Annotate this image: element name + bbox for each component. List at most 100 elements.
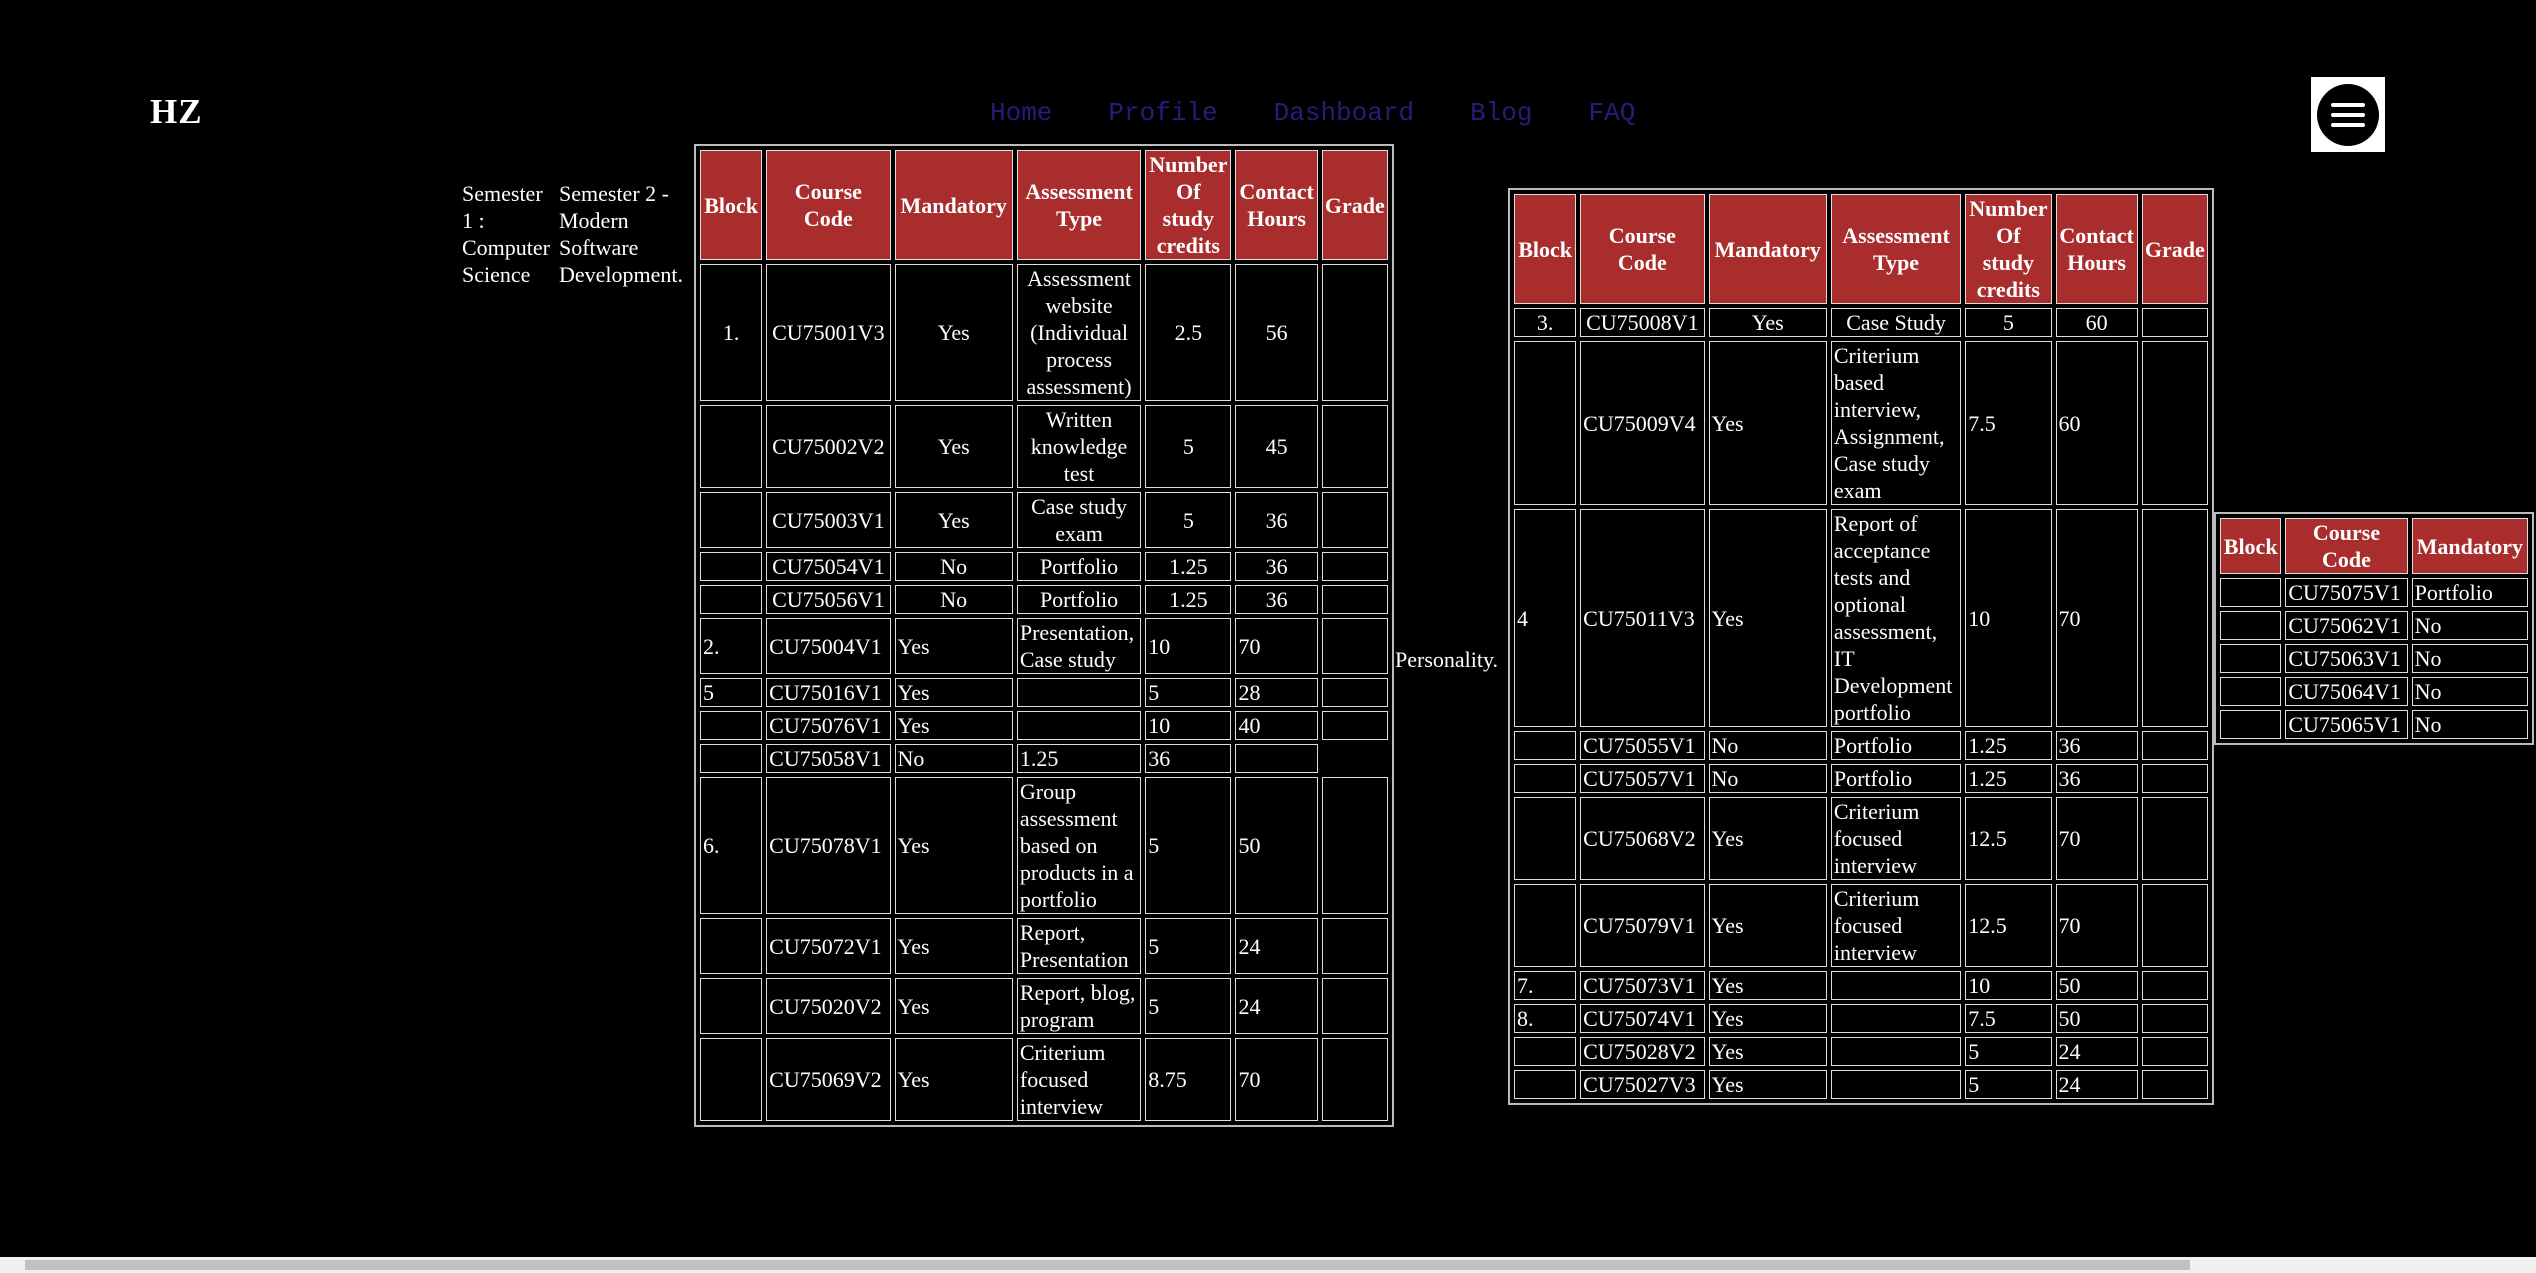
- scrollbar-thumb[interactable]: [25, 1260, 2190, 1270]
- table-cell: CU75075V1: [2285, 578, 2408, 607]
- table-cell: 24: [1235, 978, 1318, 1034]
- table-cell: [2141, 1004, 2208, 1033]
- table-cell: Yes: [894, 711, 1013, 740]
- table-cell: [700, 1038, 763, 1121]
- table-cell: 70: [2055, 797, 2138, 880]
- table-cell: CU75008V1: [1580, 308, 1705, 337]
- table-cell: 1.: [700, 264, 763, 401]
- table-cell: [1321, 405, 1388, 488]
- table-cell: Yes: [894, 618, 1013, 674]
- table-cell: [2141, 731, 2208, 760]
- table-cell: Yes: [1708, 341, 1827, 505]
- table-cell: CU75056V1: [766, 585, 891, 614]
- table-cell: Written knowledge test: [1016, 405, 1142, 488]
- table-cell: Criterium based interview, Assignment, C…: [1830, 341, 1962, 505]
- table-cell: CU75065V1: [2285, 710, 2408, 739]
- table-cell: Report, Presentation: [1016, 918, 1142, 974]
- table-cell: No: [1708, 764, 1827, 793]
- table-cell: 1.25: [1145, 552, 1232, 581]
- table-cell: Criterium focused interview: [1016, 1038, 1142, 1121]
- table-cell: 36: [1235, 585, 1318, 614]
- table-cell: No: [894, 744, 1013, 773]
- table-cell: [1830, 971, 1962, 1000]
- table-cell: CU75009V4: [1580, 341, 1705, 505]
- horizontal-scrollbar[interactable]: [0, 1257, 2536, 1273]
- hamburger-menu-button[interactable]: [2311, 77, 2385, 152]
- table-cell: No: [1708, 731, 1827, 760]
- table-cell: [1235, 744, 1318, 773]
- table-cell: 5: [1965, 308, 2052, 337]
- table-cell: Criterium focused interview: [1830, 884, 1962, 967]
- table-cell: [2220, 710, 2282, 739]
- table-cell: 10: [1965, 971, 2052, 1000]
- column-header: Number Of study credits: [1145, 150, 1232, 260]
- table-cell: [700, 978, 763, 1034]
- table-cell: 10: [1145, 711, 1232, 740]
- table-cell: Yes: [1708, 884, 1827, 967]
- table-cell: 12.5: [1965, 797, 2052, 880]
- table-cell: CU75063V1: [2285, 644, 2408, 673]
- table-cell: CU75076V1: [766, 711, 891, 740]
- nav-home-link[interactable]: Home: [990, 98, 1053, 128]
- nav-blog-link[interactable]: Blog: [1470, 98, 1533, 128]
- table-cell: CU75027V3: [1580, 1070, 1705, 1099]
- table-cell: [700, 492, 763, 548]
- table-cell: 5: [700, 678, 763, 707]
- table-cell: [1016, 678, 1142, 707]
- table-cell: Yes: [894, 678, 1013, 707]
- table-cell: [1321, 618, 1388, 674]
- table-cell: 2.: [700, 618, 763, 674]
- table-cell: Yes: [894, 492, 1013, 548]
- table-cell: Yes: [894, 1038, 1013, 1121]
- column-header: Mandatory: [894, 150, 1013, 260]
- table-cell: Portfolio: [1016, 585, 1142, 614]
- table-cell: [1830, 1070, 1962, 1099]
- column-header: Number Of study credits: [1965, 194, 2052, 304]
- table-cell: 60: [2055, 308, 2138, 337]
- table-cell: Yes: [894, 405, 1013, 488]
- table-cell: CU75073V1: [1580, 971, 1705, 1000]
- table-cell: CU75074V1: [1580, 1004, 1705, 1033]
- table-cell: No: [2411, 644, 2528, 673]
- table-cell: 4: [1514, 509, 1577, 727]
- column-header: Grade: [2141, 194, 2208, 304]
- site-logo[interactable]: HZ: [150, 92, 203, 131]
- nav-dashboard-link[interactable]: Dashboard: [1273, 98, 1415, 128]
- table-cell: 70: [1235, 1038, 1318, 1121]
- table-cell: Case Study: [1830, 308, 1962, 337]
- table-cell: No: [894, 552, 1013, 581]
- nav-faq-link[interactable]: FAQ: [1588, 98, 1636, 128]
- table-cell: 8.: [1514, 1004, 1577, 1033]
- column-header: Assessment Type: [1016, 150, 1142, 260]
- table-cell: 50: [2055, 1004, 2138, 1033]
- table-cell: 7.5: [1965, 341, 2052, 505]
- table-cell: CU75078V1: [766, 777, 891, 914]
- column-header: Assessment Type: [1830, 194, 1962, 304]
- table-cell: [2141, 764, 2208, 793]
- table-cell: [1514, 1037, 1577, 1066]
- hamburger-menu-icon: [2317, 83, 2379, 146]
- table-cell: No: [2411, 677, 2528, 706]
- column-header: Mandatory: [2411, 518, 2528, 574]
- table-cell: 5: [1145, 678, 1232, 707]
- table-cell: CU75003V1: [766, 492, 891, 548]
- nav-profile-link[interactable]: Profile: [1108, 98, 1218, 128]
- table-cell: 10: [1965, 509, 2052, 727]
- table-cell: Portfolio: [1830, 764, 1962, 793]
- table-cell: Yes: [1708, 509, 1827, 727]
- table-cell: [1830, 1004, 1962, 1033]
- table-cell: 2.5: [1145, 264, 1232, 401]
